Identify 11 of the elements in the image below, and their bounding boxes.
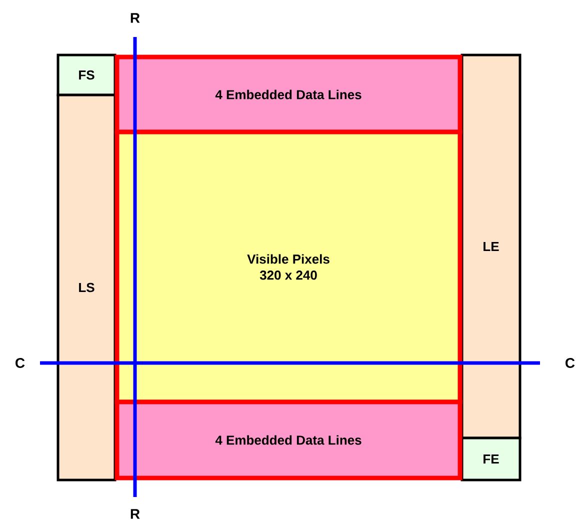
line-label: C xyxy=(16,358,25,368)
data-lines-band: 4 Embedded Data Lines xyxy=(114,400,462,480)
frame-end-box: FE xyxy=(460,436,522,482)
frame-start-box: FS xyxy=(56,54,116,96)
line-label: R xyxy=(130,13,140,23)
line-start-band: LS xyxy=(56,94,116,482)
data-lines-band: 4 Embedded Data Lines xyxy=(114,54,462,134)
line-label: C xyxy=(566,358,575,368)
line-end-band: LE xyxy=(460,54,522,440)
visible-area: Visible Pixels 320 x 240 xyxy=(114,130,462,404)
line-label: R xyxy=(130,509,140,519)
